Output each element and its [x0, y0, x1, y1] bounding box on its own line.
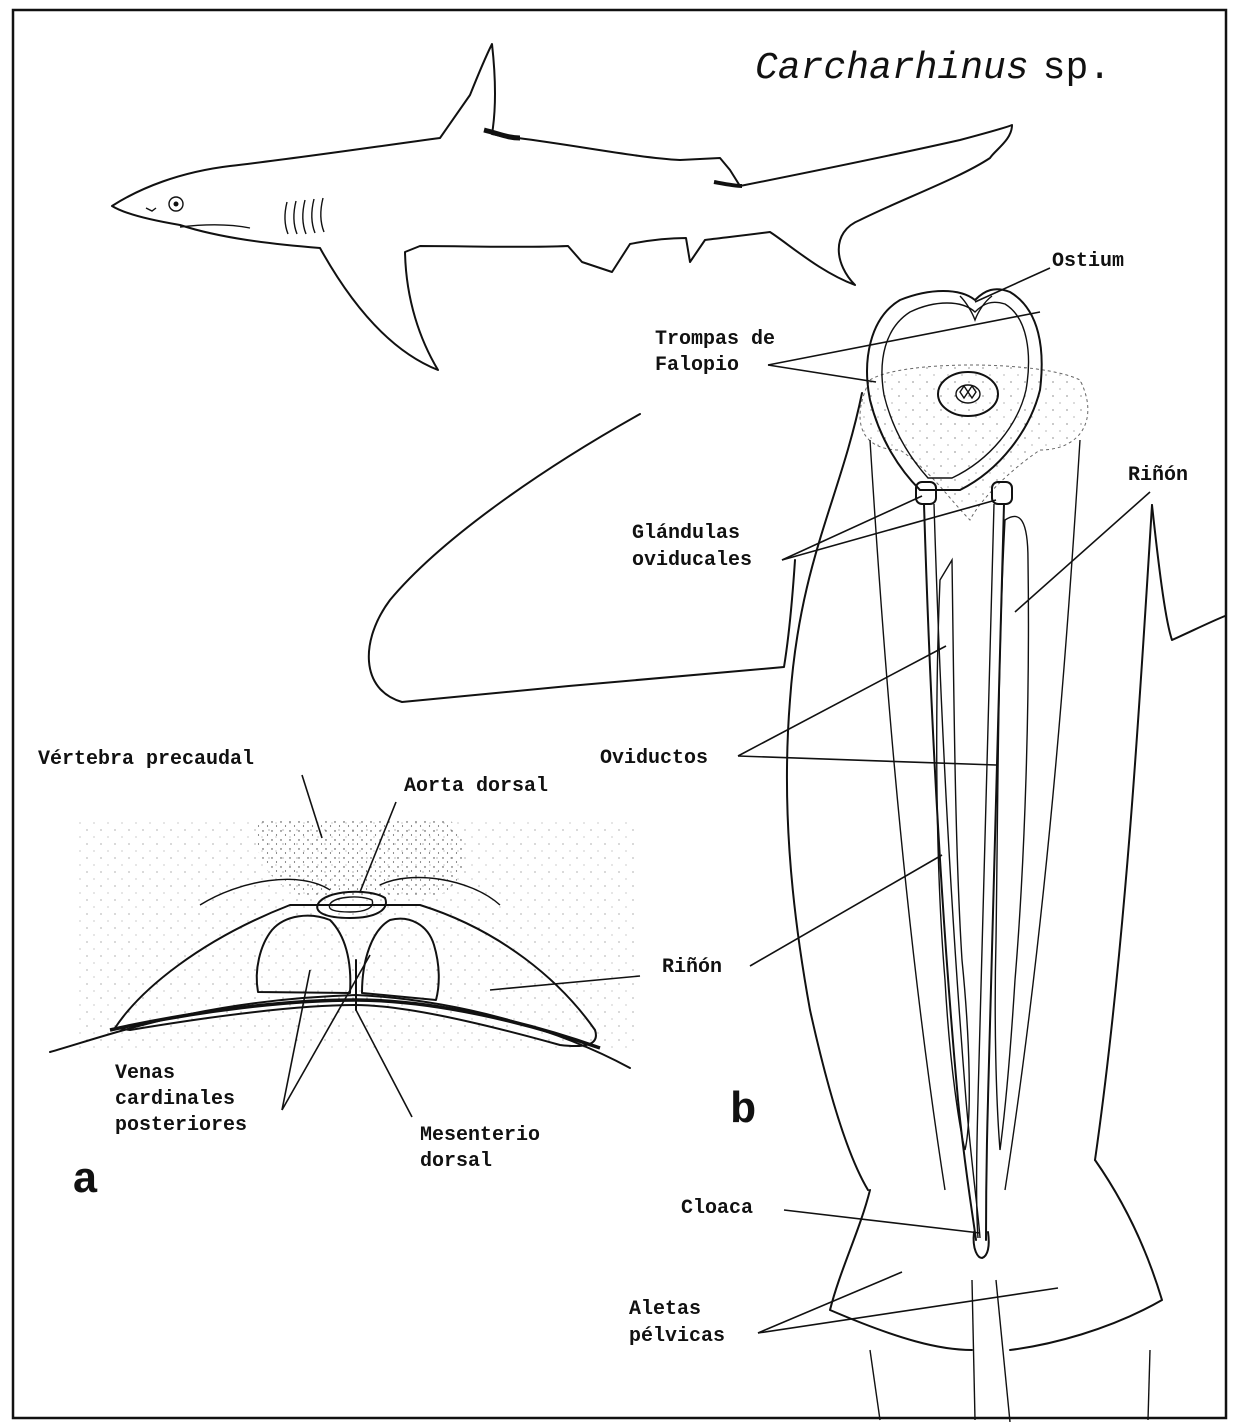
- label-oviducales: oviducales: [632, 549, 752, 572]
- leader-trompas-1: [768, 312, 1040, 365]
- label-falopio: Falopio: [655, 354, 739, 377]
- pectoral-fin-right-outline: [1152, 505, 1225, 640]
- panel-letter-b: b: [730, 1086, 756, 1136]
- leader-glandulas-1: [782, 496, 922, 560]
- tail-left-line: [870, 1350, 880, 1420]
- label-oviductos: Oviductos: [600, 747, 708, 770]
- body-left-outline: [787, 393, 868, 1190]
- body-wall-right: [1005, 440, 1080, 1190]
- leader-oviductos-2: [738, 756, 996, 765]
- label-cloaca: Cloaca: [681, 1197, 753, 1220]
- title-species: sp.: [1043, 47, 1111, 90]
- leader-rinon-b: [1015, 492, 1150, 612]
- shark-nostril: [146, 208, 156, 211]
- label-aletas: Aletas: [629, 1298, 701, 1321]
- label-trompas-de: Trompas de: [655, 328, 775, 351]
- vertebra-shading: [256, 820, 464, 895]
- label-glandulas: Glándulas: [632, 522, 740, 545]
- body-wall-left: [870, 440, 945, 1190]
- shark-dorsal-fin-base: [484, 130, 520, 138]
- oviduct-right-inner: [977, 504, 995, 1238]
- shark-body-outline: [112, 44, 1012, 370]
- leader-trompas-2: [768, 365, 876, 382]
- shark-pupil: [174, 202, 179, 207]
- figure-title: Carcharhinus sp.: [755, 47, 1111, 90]
- reproductive-system: [860, 289, 1088, 1258]
- title-genus: Carcharhinus: [755, 47, 1029, 90]
- label-cardinales: cardinales: [115, 1088, 235, 1111]
- cross-section-a: [50, 820, 635, 1068]
- label-ostium: Ostium: [1052, 250, 1124, 273]
- label-dorsal: dorsal: [420, 1150, 492, 1173]
- oviduct-right-outer: [986, 504, 1004, 1240]
- panel-letter-a: a: [72, 1156, 98, 1206]
- shark-gill-slits: [285, 198, 324, 234]
- shark-illustration: [112, 44, 1012, 370]
- label-vertebra-precaudal: Vértebra precaudal: [38, 748, 254, 771]
- leader-cloaca: [784, 1210, 980, 1233]
- label-aorta-dorsal: Aorta dorsal: [404, 775, 548, 798]
- label-rinon-b: Riñón: [1128, 464, 1188, 487]
- leader-glandulas-2: [782, 500, 996, 560]
- tail-right-line: [1148, 1350, 1150, 1420]
- figure-frame: [13, 10, 1226, 1418]
- leader-ostium: [975, 268, 1050, 302]
- label-posteriores: posteriores: [115, 1114, 247, 1137]
- label-venas: Venas: [115, 1062, 175, 1085]
- label-mesenterio: Mesenterio: [420, 1124, 540, 1147]
- clasper-right-line: [996, 1280, 1010, 1422]
- pelvic-fin-right: [1010, 1160, 1162, 1350]
- body-right-outline: [1095, 505, 1152, 1160]
- leader-oviductos-1: [738, 646, 946, 756]
- label-pelvicas: pélvicas: [629, 1325, 725, 1348]
- leader-aletas-2: [758, 1288, 1058, 1333]
- oviducal-gland-left: [916, 482, 936, 504]
- leader-aletas-1: [758, 1272, 902, 1333]
- pelvic-fin-left: [830, 1190, 972, 1350]
- label-rinon-b-lower: Riñón: [662, 956, 722, 979]
